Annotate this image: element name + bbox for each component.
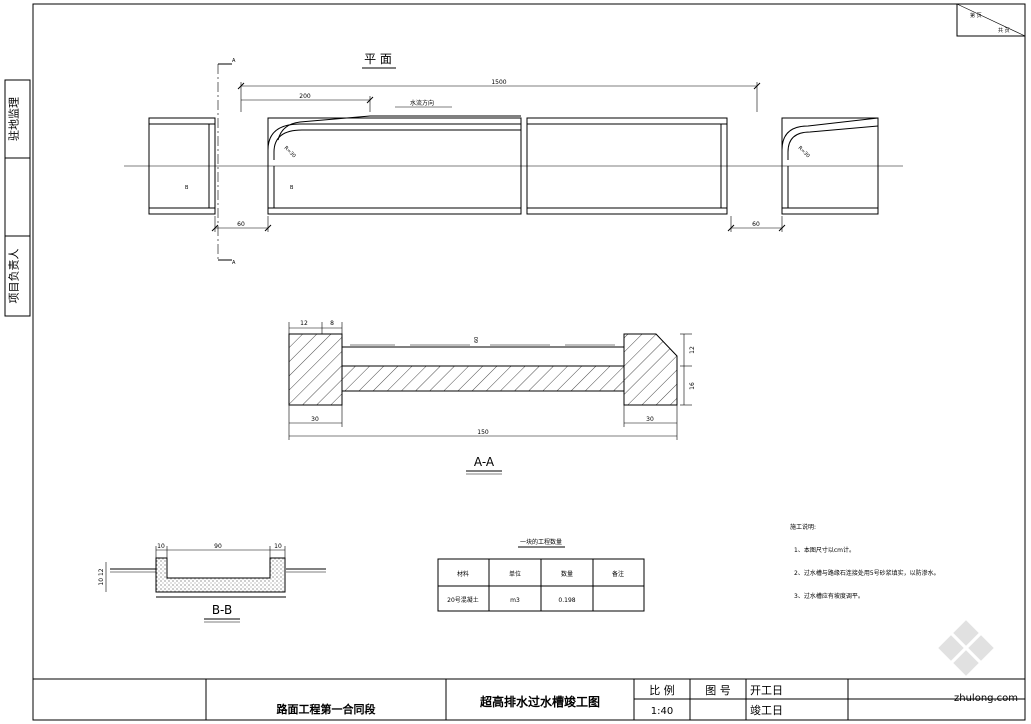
- aa-dim-30-right: 30: [646, 416, 654, 423]
- aa-center-label: 60: [474, 337, 480, 343]
- bb-dim-10-left: 10: [157, 543, 165, 550]
- watermark-logo: zhulong.com: [938, 620, 1018, 704]
- drawing-title: 超高排水过水槽竣工图: [479, 694, 600, 709]
- corner-label-page: 第 页: [970, 12, 982, 19]
- table-cell-material: 20号混凝土: [447, 596, 479, 604]
- flow-direction-label: 水流方向: [410, 99, 434, 107]
- table-caption: 一块的工程数量: [520, 538, 562, 546]
- aa-dim-8: 8: [330, 320, 334, 327]
- aa-dim-12: 12: [300, 320, 308, 327]
- table-cell-quantity: 0.198: [558, 597, 575, 604]
- bb-dim-vertical: 10 12: [98, 568, 105, 585]
- plan-title: 平 面: [364, 52, 392, 66]
- dim-right-60: 60: [752, 221, 760, 228]
- corner-label-total: 共 页: [998, 27, 1010, 34]
- scale-label: 比 例: [649, 683, 675, 697]
- project-name: 路面工程第一合同段: [277, 702, 376, 716]
- corner-page-block: 第 页 共 页: [956, 3, 1026, 37]
- side-signature-block: 驻地监理 项目负责人: [4, 79, 31, 317]
- note-item-1: 1、本图尺寸以cm计。: [794, 546, 855, 554]
- table-header-unit: 单位: [509, 570, 521, 578]
- aa-dim-right-16: 16: [689, 382, 696, 390]
- scale-value: 1:40: [651, 706, 673, 717]
- aa-title: A-A: [474, 455, 495, 469]
- drawing-no-label: 图 号: [705, 684, 731, 697]
- dim-200: 200: [299, 93, 311, 100]
- start-date-label: 开工日: [750, 684, 783, 697]
- notes-title: 施工说明:: [790, 523, 816, 531]
- note-item-2: 2、过水槽与路缘石连接处用5号砂浆填实，以防渗水。: [794, 569, 940, 577]
- bb-dim-90: 90: [214, 543, 222, 550]
- drawing-frame: [32, 3, 1026, 721]
- table-header-quantity: 数量: [561, 570, 573, 578]
- section-aa: 60 12 8 12 16 30 30 150 A-A: [288, 320, 696, 475]
- end-date-label: 竣工日: [750, 703, 783, 717]
- side-label-manager: 项目负责人: [7, 249, 21, 304]
- bb-title: B-B: [212, 603, 232, 617]
- table-header-material: 材料: [457, 570, 469, 578]
- side-label-supervisor: 驻地监理: [7, 97, 21, 141]
- dim-total: 1500: [491, 79, 506, 86]
- note-item-3: 3、过水槽应有坡度调平。: [794, 592, 864, 600]
- section-mark-a-bottom: A: [232, 260, 236, 266]
- quantity-table: 一块的工程数量 材料 单位 数量 备注 20号混凝土 m3 0.198: [437, 538, 645, 612]
- bb-dim-10-right: 10: [274, 543, 282, 550]
- curve-label-right: R=30: [797, 145, 811, 159]
- section-mark-a-top: A: [232, 58, 236, 64]
- table-cell-unit: m3: [510, 597, 520, 604]
- section-mark-b-seg1: B: [290, 185, 294, 191]
- aa-dim-30-left: 30: [311, 416, 319, 423]
- section-mark-b-left: B: [185, 185, 189, 191]
- table-header-remark: 备注: [612, 570, 624, 578]
- plan-view: 平 面 A A 1500 200 水流方向 B: [124, 52, 903, 266]
- title-block: 路面工程第一合同段 超高排水过水槽竣工图 比 例 1:40 图 号 开工日 竣工…: [205, 679, 1025, 720]
- aa-dim-150: 150: [477, 429, 489, 436]
- curve-label-left: R=30: [283, 145, 297, 159]
- dim-left-60: 60: [237, 221, 245, 228]
- construction-notes: 施工说明: 1、本图尺寸以cm计。 2、过水槽与路缘石连接处用5号砂浆填实，以防…: [790, 523, 940, 600]
- aa-dim-right-12: 12: [689, 346, 696, 354]
- section-bb: 10 90 10 10 12 B-B: [98, 543, 326, 623]
